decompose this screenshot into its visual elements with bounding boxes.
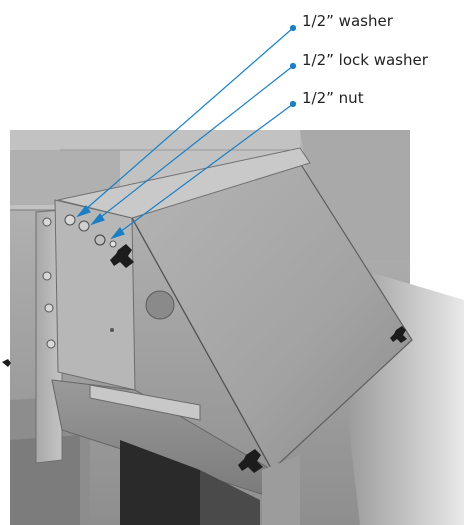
leader-line-washer bbox=[77, 27, 294, 217]
hardware-stack bbox=[64, 214, 117, 248]
knob-lower bbox=[238, 449, 263, 473]
callout-lock-washer-label: 1/2” lock washer bbox=[302, 51, 428, 69]
knob-upper bbox=[110, 244, 134, 268]
knob-right bbox=[390, 326, 407, 343]
nut-part bbox=[94, 234, 106, 246]
leader-line-lock-washer bbox=[91, 65, 294, 225]
lock-washer-part bbox=[78, 220, 90, 232]
knob-left bbox=[2, 359, 11, 367]
leader-lines bbox=[76, 24, 297, 240]
leader-line-nut bbox=[111, 103, 294, 239]
callout-washer-label: 1/2” washer bbox=[302, 12, 393, 30]
callout-nut-label: 1/2” nut bbox=[302, 89, 364, 107]
lower-platform bbox=[51, 379, 300, 525]
washer-part bbox=[64, 214, 76, 226]
